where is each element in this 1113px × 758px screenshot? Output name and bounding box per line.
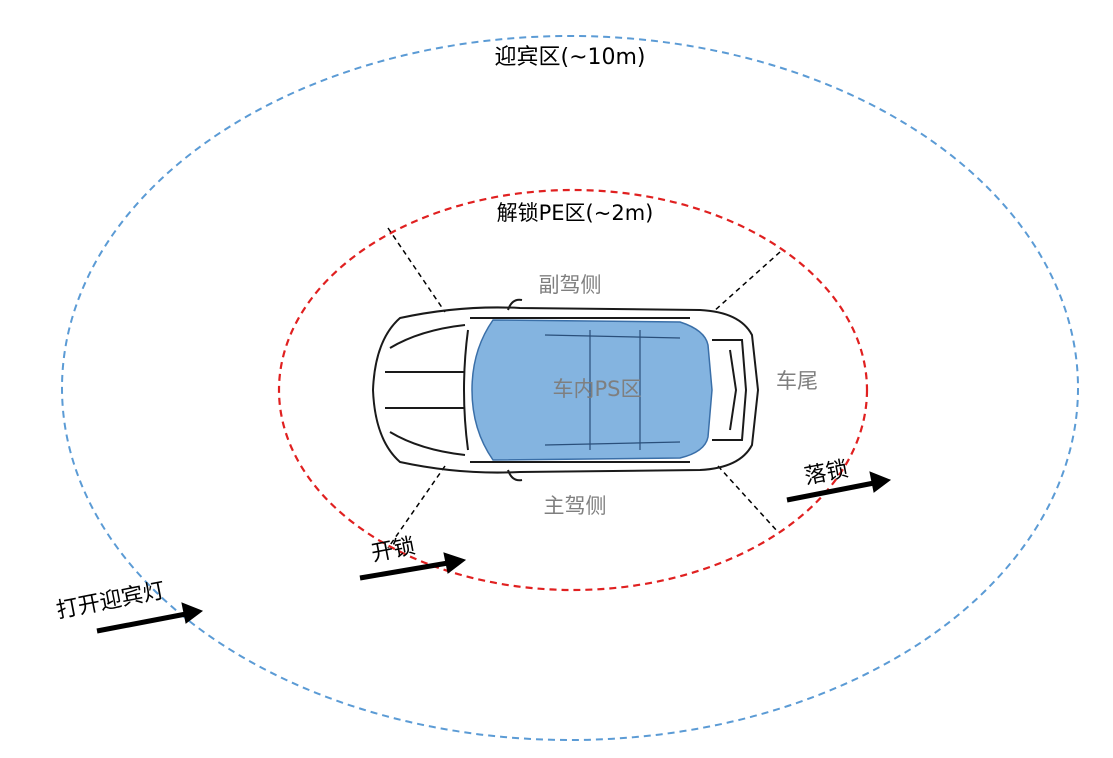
divider-front-right bbox=[387, 465, 446, 549]
roof-line bbox=[544, 441, 681, 446]
unlock-arrow-head bbox=[443, 552, 467, 574]
windshield-base bbox=[463, 329, 469, 451]
roof-details bbox=[544, 330, 681, 450]
divider-front-left bbox=[387, 227, 446, 313]
driver-side-label: 主驾侧 bbox=[544, 494, 607, 518]
passenger-side-label: 副驾侧 bbox=[539, 273, 602, 297]
welcome-arrow-head bbox=[181, 602, 204, 624]
rear-hatch bbox=[712, 339, 748, 441]
lock-arrow-head bbox=[869, 471, 892, 493]
hood-line bbox=[389, 431, 466, 456]
rear-side-label: 车尾 bbox=[776, 369, 818, 393]
rear-hatch bbox=[729, 349, 738, 431]
lock-label: 落锁 bbox=[802, 457, 850, 490]
unlock-zone-ring bbox=[277, 188, 869, 592]
welcome-light-label: 打开迎宾灯 bbox=[54, 578, 167, 624]
divider-rear-left bbox=[712, 251, 781, 313]
unlock-arrow-shaft bbox=[359, 560, 449, 581]
divider-rear-right bbox=[717, 465, 779, 533]
mirror-left bbox=[507, 298, 523, 311]
in-car-zone-area bbox=[471, 319, 713, 461]
mirror-right bbox=[507, 469, 523, 482]
unlock-zone-label: 解锁PE区(~2m) bbox=[497, 201, 654, 225]
unlock-label: 开锁 bbox=[369, 534, 417, 567]
roof-line bbox=[544, 334, 681, 339]
in-car-zone-label: 车内PS区 bbox=[553, 377, 642, 401]
welcome-zone-ring bbox=[61, 35, 1079, 741]
welcome-zone-label: 迎宾区(~10m) bbox=[494, 45, 645, 70]
sector-dividers bbox=[387, 227, 781, 549]
action-arrows bbox=[96, 471, 892, 634]
lock-arrow-shaft bbox=[786, 480, 875, 503]
car-top-view bbox=[371, 298, 760, 482]
car-body-outline bbox=[371, 306, 760, 474]
hood-line bbox=[389, 324, 466, 349]
welcome-arrow-shaft bbox=[96, 611, 187, 634]
